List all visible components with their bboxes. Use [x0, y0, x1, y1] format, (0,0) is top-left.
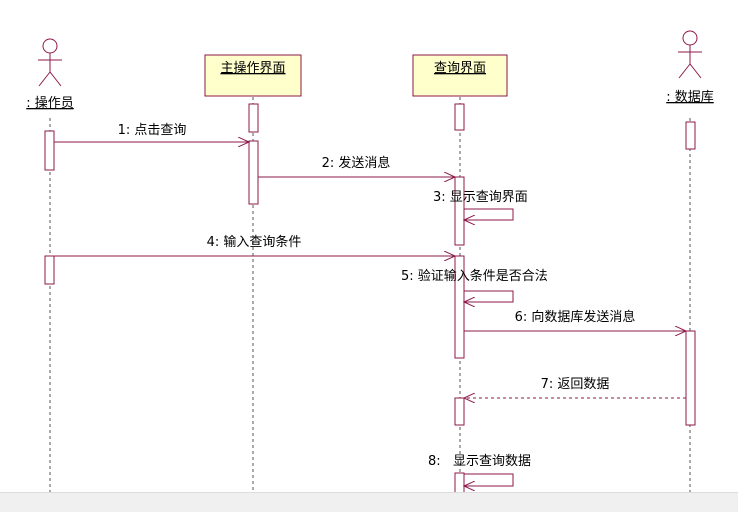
activation-database-1 [685, 330, 696, 426]
participant-main-ui-box [204, 54, 302, 97]
operator-actor-icon [38, 38, 62, 87]
activation-query-ui-2 [454, 255, 465, 359]
participant-query-ui-label: 查询界面 [434, 61, 486, 76]
message-7-label: 7: 返回数据 [541, 377, 610, 392]
message-6-label: 6: 向数据库发送消息 [515, 309, 636, 325]
participant-database-label: : 数据库 [666, 89, 714, 105]
message-5-label: 5: 验证输入条件是否合法 [401, 268, 548, 284]
activation-operator-1 [44, 130, 55, 171]
participant-operator-label: : 操作员 [26, 95, 74, 111]
participant-main-ui-label: 主操作界面 [220, 60, 285, 76]
activation-query-ui-initial [454, 103, 465, 131]
message-2-label: 2: 发送消息 [322, 155, 391, 171]
activation-main-ui-1 [248, 140, 259, 205]
message-5-arrow [464, 290, 514, 302]
message-1-label: 1: 点击查询 [118, 123, 187, 138]
activation-database-initial [685, 121, 696, 150]
participant-query-ui-box [412, 54, 508, 97]
message-8-label: 8: 显示查询数据 [428, 454, 531, 469]
activation-query-ui-1 [454, 176, 465, 246]
activation-query-ui-3 [454, 397, 465, 426]
database-actor-icon [678, 30, 702, 79]
activation-operator-2 [44, 255, 55, 285]
message-8-arrow [464, 473, 514, 486]
bottom-strip [0, 492, 738, 512]
message-4-label: 4: 输入查询条件 [207, 234, 302, 250]
message-3-arrow [464, 208, 514, 220]
activation-main-ui-initial [248, 103, 259, 133]
message-3-label: 3: 显示查询界面 [433, 190, 528, 205]
